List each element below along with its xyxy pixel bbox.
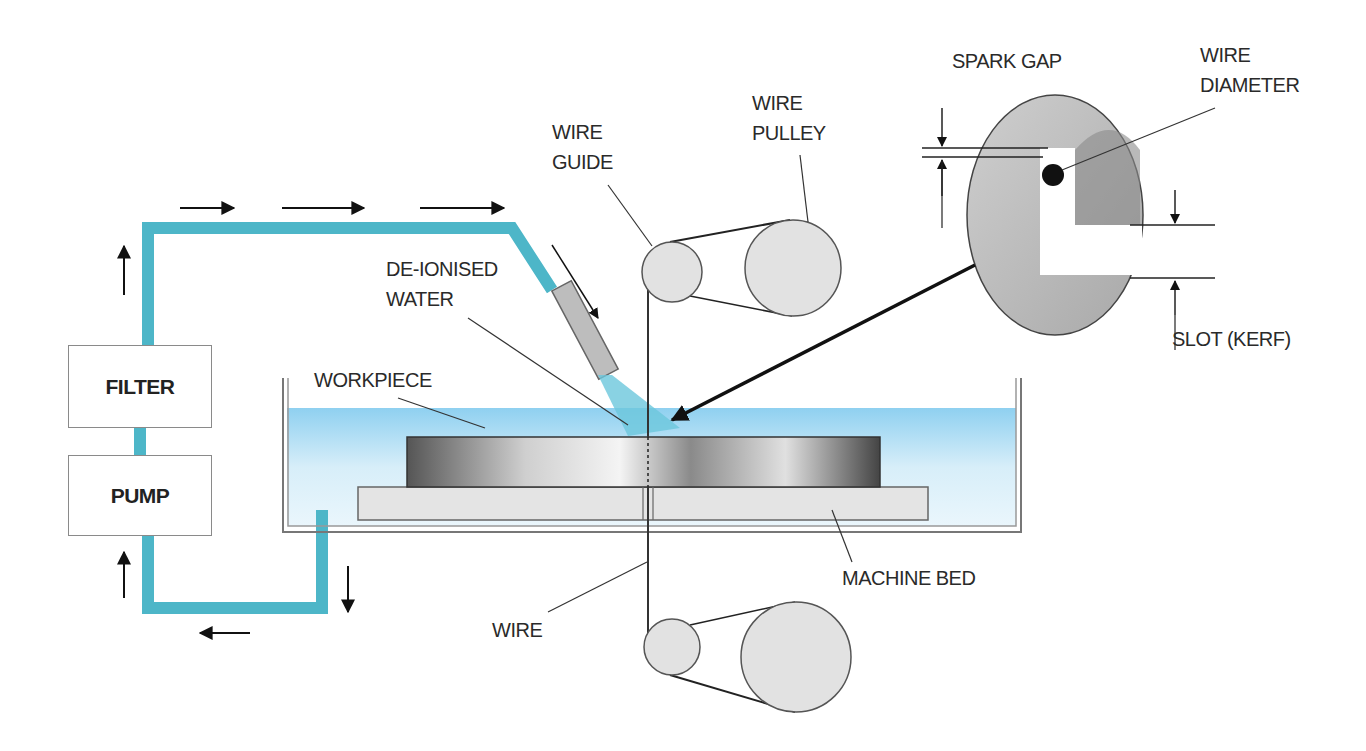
part-label: WIRE DIAMETER xyxy=(1200,40,1320,100)
pipe-connector xyxy=(134,428,146,455)
part-label: WIRE GUIDE xyxy=(552,117,652,177)
process-box: FILTER xyxy=(68,345,212,428)
part-label: WIRE xyxy=(492,615,572,645)
box-label: FILTER xyxy=(106,375,175,399)
part-label: DE-IONISED WATER xyxy=(386,254,516,314)
part-label: MACHINE BED xyxy=(842,563,1002,593)
part-label: WIRE PULLEY xyxy=(752,88,862,148)
box-label: PUMP xyxy=(111,484,170,508)
part-label: SLOT (KERF) xyxy=(1172,324,1332,354)
part-label: SPARK GAP xyxy=(952,46,1102,76)
part-label: WORKPIECE xyxy=(314,365,454,395)
process-box: PUMP xyxy=(68,455,212,536)
